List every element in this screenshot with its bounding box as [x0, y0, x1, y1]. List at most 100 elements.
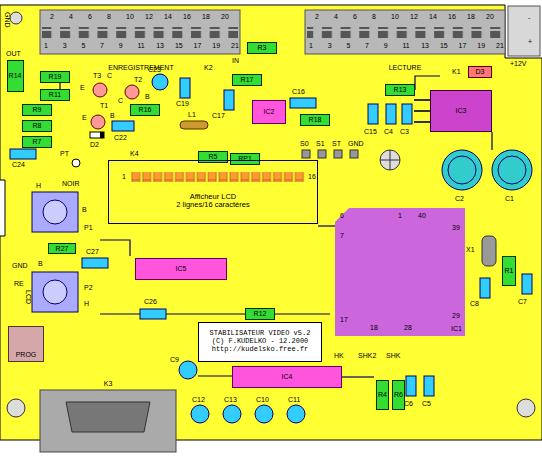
part-label: 7 — [340, 232, 344, 239]
component-box: D3 — [468, 66, 492, 78]
pin-number: 20 — [221, 13, 229, 20]
component-box: IC2 — [252, 100, 286, 124]
pin-number: 5 — [81, 42, 85, 49]
transistor — [125, 85, 139, 99]
db-connector — [40, 390, 176, 452]
mounting-hole — [10, 12, 22, 24]
part-label: E — [80, 84, 85, 91]
part-label: NOIR — [62, 180, 80, 187]
part-label: D2 — [90, 141, 99, 148]
pin-number: 3 — [63, 42, 67, 49]
pin-number: 1 — [44, 42, 48, 49]
part-label: T2 — [134, 76, 142, 83]
component-label: R17 — [241, 76, 254, 84]
component-box: R19 — [40, 71, 70, 83]
part-label: C10 — [256, 396, 269, 403]
part-label: 29 — [452, 312, 460, 319]
pin-number: 11 — [403, 42, 410, 49]
ceramic-capacitor — [522, 274, 532, 294]
component-label: IC3 — [456, 107, 467, 115]
pin-number: 7 — [365, 42, 369, 49]
pin-number: 4 — [334, 13, 338, 20]
pin-number: 2 — [315, 13, 319, 20]
db-connector — [66, 402, 150, 432]
component-label: R12 — [254, 310, 267, 318]
ceramic-capacitor — [180, 78, 190, 98]
part-label: S0 — [300, 140, 309, 147]
pin-number: 7 — [100, 42, 104, 49]
part-label: E — [82, 114, 87, 121]
electrolytic-capacitor — [152, 74, 168, 90]
component-label: R3 — [258, 44, 267, 52]
trimmer — [72, 159, 80, 167]
pin-number: 16 — [183, 13, 191, 20]
part-label: B — [110, 112, 115, 119]
part-label: H — [36, 182, 41, 189]
component-label: RP1 — [238, 155, 252, 163]
pin-number: 6 — [353, 13, 357, 20]
solder-pad — [350, 150, 358, 158]
inductor — [180, 121, 208, 129]
component-box: ENREGISTREMENT — [38, 8, 244, 74]
component-box: R6 — [392, 380, 405, 410]
part-label: C7 — [518, 298, 527, 305]
regulator-leads — [414, 100, 430, 122]
part-label: PT — [60, 150, 69, 157]
component-label: http://kudelsko.free.fr — [212, 346, 309, 354]
part-label: C17 — [212, 112, 225, 119]
component-label: R14 — [9, 72, 22, 80]
solder-pad — [302, 150, 358, 158]
solder-pad — [334, 150, 342, 158]
electrolytic-capacitor — [191, 405, 209, 423]
electrolytic-capacitor — [498, 156, 526, 184]
component-box: R16 — [130, 104, 160, 116]
part-label: ST — [332, 140, 341, 147]
pin-number: 4 — [69, 13, 73, 20]
component-box: R18 — [300, 114, 330, 126]
part-label: 1 — [398, 212, 402, 219]
board — [0, 5, 542, 440]
component-label: R16 — [139, 106, 152, 114]
part-label: T1 — [100, 102, 108, 109]
part-label: C22 — [114, 134, 127, 141]
pin-number: 15 — [175, 42, 183, 49]
potentiometer — [32, 272, 78, 312]
component-label: D3 — [476, 68, 485, 76]
component-box: R27 — [48, 243, 76, 254]
component-box: IC4 — [232, 366, 342, 388]
part-label: 6 — [340, 212, 344, 219]
component-box: IC5 — [135, 258, 227, 280]
part-label: 18 — [370, 324, 378, 331]
board — [0, 5, 542, 440]
copper-trace — [100, 313, 245, 314]
part-label: C16 — [292, 88, 305, 95]
component-label: R11 — [49, 91, 61, 99]
ceramic-capacitor — [82, 258, 108, 268]
pin-number: 10 — [126, 13, 134, 20]
part-label: 40 — [418, 212, 426, 219]
electrolytic-capacitor — [152, 74, 532, 423]
part-label: S1 — [316, 140, 325, 147]
part-label: C9 — [170, 356, 179, 363]
diode — [90, 132, 104, 138]
component-label: (C) F.KUDELKO - 12.2000 — [212, 338, 309, 346]
potentiometer — [43, 200, 67, 224]
component-box: R1 — [502, 256, 516, 286]
mounting-hole — [7, 12, 535, 417]
component-label: R7 — [33, 138, 42, 146]
component-label: R9 — [33, 106, 42, 114]
pin-number: 8 — [107, 13, 111, 20]
mounting-hole — [380, 150, 400, 170]
part-label: B — [82, 206, 87, 213]
ceramic-capacitor — [402, 104, 412, 124]
header-connector — [307, 27, 503, 38]
electrolytic-capacitor — [223, 405, 241, 423]
pin-number: 15 — [440, 42, 448, 49]
pin-number: 5 — [346, 42, 350, 49]
part-label: OUT — [6, 50, 21, 57]
ceramic-capacitor — [386, 104, 396, 124]
component-box: K3 — [40, 380, 176, 452]
component-box: R14 — [7, 60, 24, 92]
solder-pad — [318, 150, 326, 158]
component-box: PROG — [8, 326, 44, 362]
